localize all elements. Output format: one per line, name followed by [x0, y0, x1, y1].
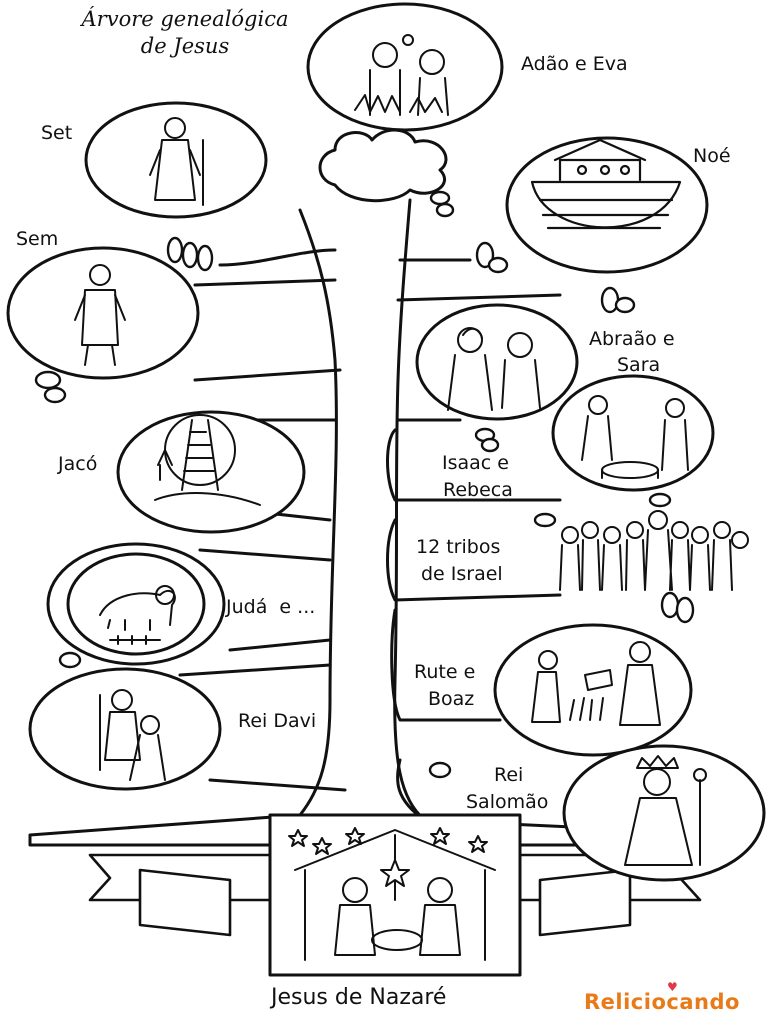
sem-oval — [6, 246, 200, 380]
bottom-title: Jesus de Nazaré — [271, 985, 447, 1010]
heart-icon: ♥ — [667, 980, 679, 994]
label-noe: Noé — [693, 145, 731, 167]
label-tribos-1: 12 tribos — [416, 536, 501, 558]
isaac-rebeca-oval — [551, 374, 715, 492]
label-salomao-1: Rei — [494, 764, 524, 786]
ark-icon — [530, 138, 682, 230]
label-abraao-sara-2: Sara — [617, 354, 661, 376]
label-abraao-sara-1: Abraão e — [589, 328, 675, 350]
adao-eva-oval — [306, 2, 504, 132]
king-solomon-icon — [624, 755, 707, 866]
label-sem: Sem — [16, 228, 59, 250]
logo-text: Reliciocando — [584, 990, 740, 1014]
seth-icon — [149, 117, 204, 206]
tree-leaves — [34, 190, 695, 779]
juda-oval — [46, 542, 226, 666]
nativity-scene-icon — [288, 827, 496, 961]
ruth-boaz-icon — [531, 641, 661, 726]
tree-branches-right — [386, 258, 562, 822]
shem-icon — [74, 264, 126, 366]
label-isaac-rebeca-2: Rebeca — [443, 479, 513, 501]
abraao-sara-oval — [415, 303, 579, 421]
tree-canopy — [318, 128, 448, 203]
page-title-line1: Árvore genealógica — [81, 7, 289, 31]
label-isaac-rebeca-1: Isaac e — [442, 452, 509, 474]
rei-davi-oval — [28, 667, 222, 791]
abraham-sarah-icon — [447, 327, 541, 411]
nativity-box — [268, 813, 522, 977]
tribes-crowd-icon — [559, 510, 749, 591]
jaco-oval — [116, 410, 306, 534]
reliciocando-logo: Reliciocando ♥ — [584, 980, 740, 1014]
salomao-oval — [562, 744, 766, 882]
label-rute-boaz-2: Boaz — [428, 688, 475, 710]
label-adao-eva: Adão e Eva — [521, 53, 628, 75]
jacob-ladder-icon — [154, 414, 261, 506]
label-tribos-2: de Israel — [421, 563, 503, 585]
rute-boaz-oval — [493, 623, 693, 757]
noe-oval — [505, 136, 709, 274]
label-jaco: Jacó — [58, 453, 98, 475]
isaac-rebekah-well-icon — [581, 395, 689, 479]
page-title: Árvore genealógica de Jesus — [80, 6, 290, 60]
label-rei-davi: Rei Davi — [238, 710, 317, 732]
label-salomao-2: Salomão — [466, 791, 549, 813]
tribos-crowd — [559, 510, 749, 591]
david-goliath-icon — [99, 689, 166, 781]
tree-branches-left — [178, 248, 347, 792]
label-rute-boaz-1: Rute e — [414, 661, 476, 683]
label-set: Set — [41, 122, 73, 144]
lion-judah-icon — [99, 585, 176, 645]
page-title-line2: de Jesus — [140, 34, 230, 58]
adam-eve-icon — [354, 34, 449, 116]
set-oval — [84, 101, 268, 219]
label-juda: Judá e ... — [226, 596, 316, 618]
